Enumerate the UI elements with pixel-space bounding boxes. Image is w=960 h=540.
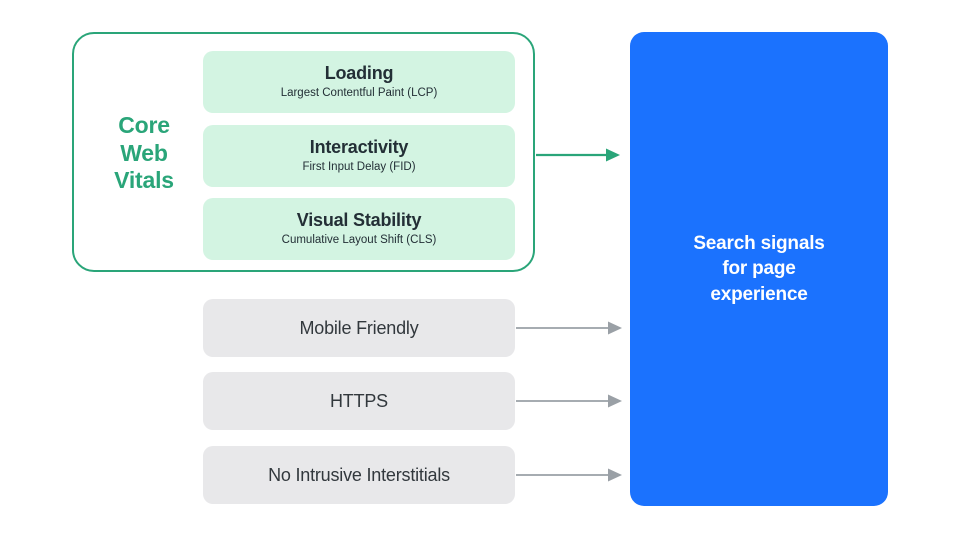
vital-card-interactivity: Interactivity First Input Delay (FID) (203, 125, 515, 187)
arrow-mobile-friendly (516, 321, 622, 335)
vital-subtitle: First Input Delay (FID) (302, 160, 416, 173)
core-web-vitals-label-line-3: Vitals (114, 167, 174, 194)
vital-subtitle: Cumulative Layout Shift (CLS) (281, 233, 437, 246)
arrow-no-intrusive-interstitials (516, 468, 622, 482)
signal-label: Mobile Friendly (299, 317, 419, 338)
vital-title: Visual Stability (296, 210, 422, 231)
core-web-vitals-label-line-2: Web (120, 139, 168, 166)
signal-card-https: HTTPS (203, 372, 515, 430)
search-signals-panel-text: Search signals for page experience (693, 232, 825, 305)
vital-card-loading: Loading Largest Contentful Paint (LCP) (203, 51, 515, 113)
vital-card-visual-stability: Visual Stability Cumulative Layout Shift… (203, 198, 515, 260)
core-web-vitals-label: Core Web Vitals (96, 112, 192, 195)
core-web-vitals-label-line-1: Core (118, 112, 170, 138)
arrow-core-web-vitals (536, 148, 620, 162)
signal-label: HTTPS (329, 390, 388, 411)
signal-card-no-intrusive-interstitials: No Intrusive Interstitials (203, 446, 515, 504)
vital-title: Interactivity (309, 137, 409, 158)
signal-label: No Intrusive Interstitials (268, 464, 450, 485)
vital-subtitle: Largest Contentful Paint (LCP) (280, 86, 438, 99)
signal-card-mobile-friendly: Mobile Friendly (203, 299, 515, 357)
arrow-https (516, 394, 622, 408)
search-signals-panel: Search signals for page experience (630, 32, 888, 506)
vital-title: Loading (324, 63, 394, 84)
